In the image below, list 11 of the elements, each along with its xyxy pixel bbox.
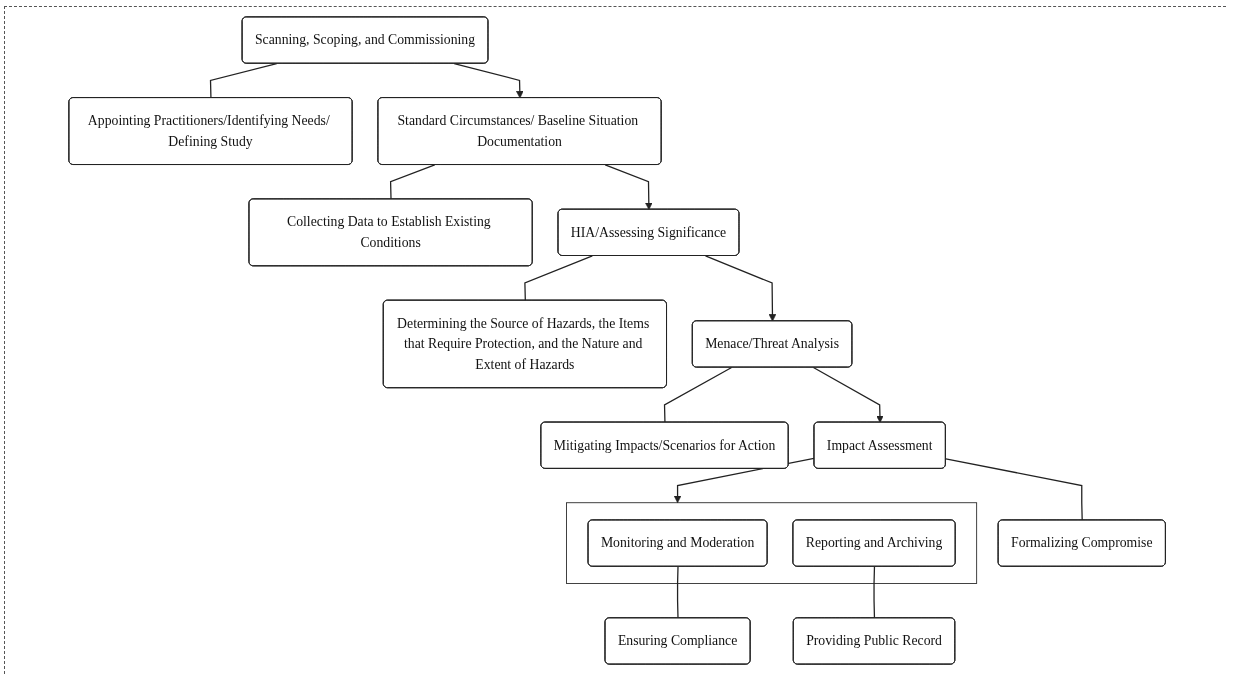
connector [945,458,1083,521]
connector [389,164,436,200]
connector [663,366,733,424]
connector [676,566,679,619]
arrow [604,164,653,210]
connector [873,566,875,619]
arrow [812,366,884,423]
arrow [704,255,777,322]
arrow [673,457,815,504]
cluster [566,502,977,584]
connector [524,255,593,302]
